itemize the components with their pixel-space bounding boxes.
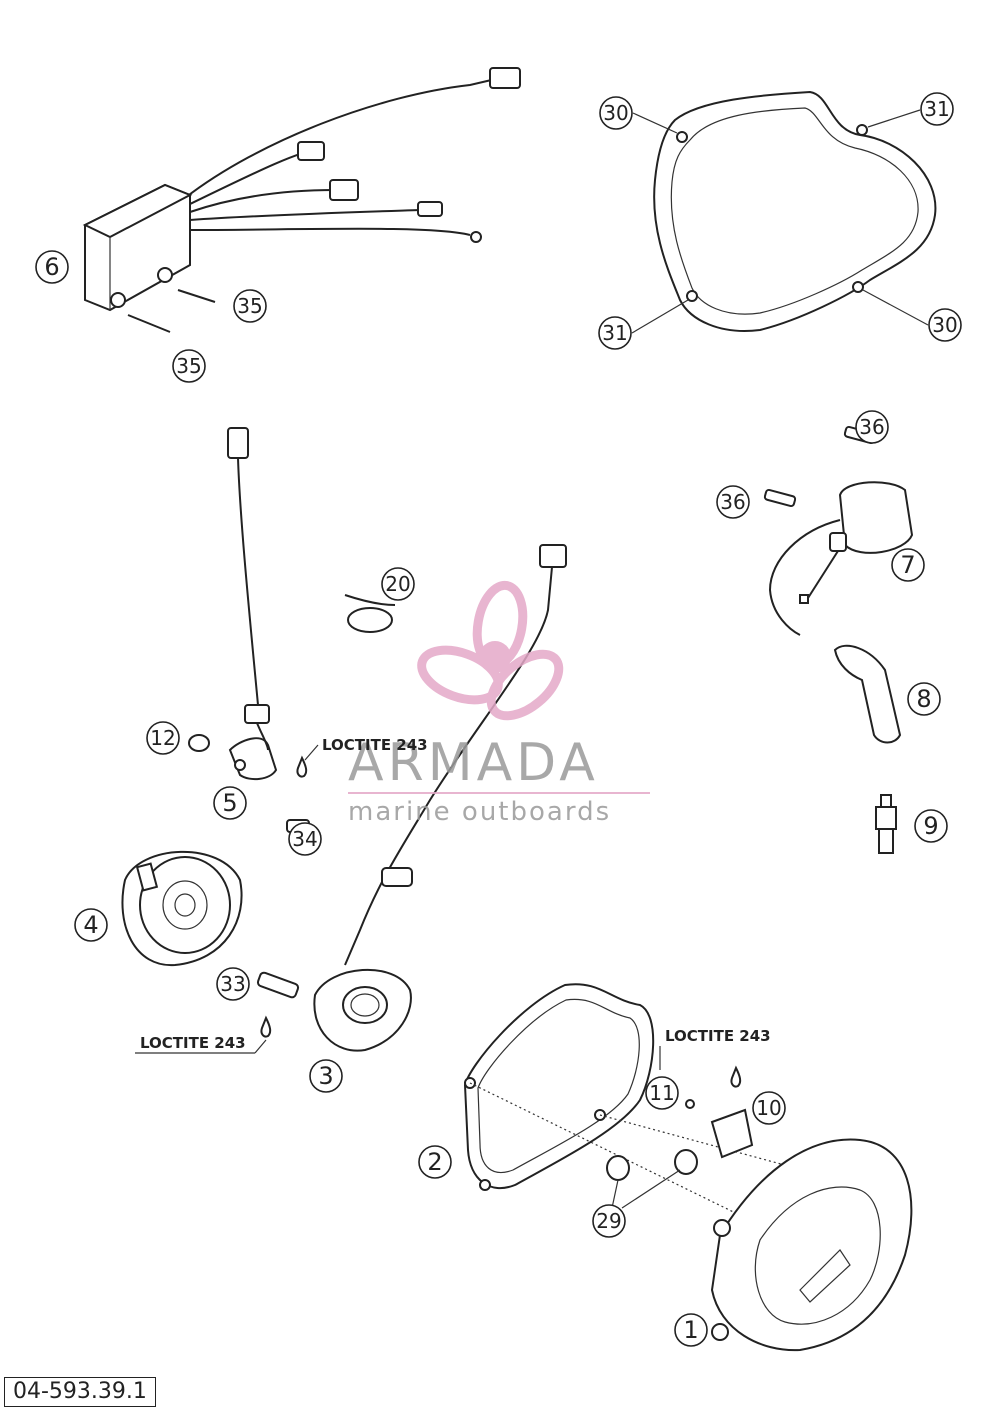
watermark-tagline: marine outboards — [348, 797, 611, 827]
callout-9[interactable]: 9 — [914, 809, 948, 843]
svg-text:35: 35 — [237, 294, 262, 318]
callout-11[interactable]: 11 — [645, 1076, 679, 1110]
callout-34[interactable]: 34 — [288, 822, 322, 856]
svg-text:2: 2 — [427, 1148, 442, 1176]
spark-plug — [875, 794, 897, 854]
cable-tie — [344, 594, 396, 633]
armada-logo — [417, 580, 564, 721]
callout-35[interactable]: 35 — [172, 349, 206, 383]
spark-plug-cap — [833, 644, 902, 744]
svg-text:12: 12 — [150, 726, 175, 750]
loctite-note-1: LOCTITE 243 — [304, 736, 428, 761]
svg-text:10: 10 — [756, 1096, 781, 1120]
callout-29[interactable]: 29 — [592, 1204, 626, 1238]
bolt-33 — [256, 971, 300, 1038]
cdi-unit — [82, 67, 521, 333]
callout-31[interactable]: 31 — [920, 92, 954, 126]
ignition-cover-gasket-bottom — [463, 983, 841, 1226]
svg-text:1: 1 — [683, 1316, 698, 1344]
svg-text:30: 30 — [603, 101, 628, 125]
svg-text:30: 30 — [932, 313, 957, 337]
loctite-label: LOCTITE 243 — [665, 1027, 771, 1045]
callout-8[interactable]: 8 — [907, 682, 941, 716]
svg-text:5: 5 — [222, 789, 237, 817]
svg-text:35: 35 — [176, 354, 201, 378]
callout-5[interactable]: 5 — [213, 786, 247, 820]
ignition-cover-gasket-top — [631, 90, 937, 334]
callout-3[interactable]: 3 — [309, 1059, 343, 1093]
loctite-label: LOCTITE 243 — [322, 736, 428, 754]
callout-30[interactable]: 30 — [599, 96, 633, 130]
svg-text:31: 31 — [602, 321, 627, 345]
svg-text:36: 36 — [859, 415, 884, 439]
callout-2[interactable]: 2 — [418, 1145, 452, 1179]
callout-36[interactable]: 36 — [855, 410, 889, 444]
diagram-reference-number: 04-593.39.1 — [4, 1377, 156, 1407]
svg-text:8: 8 — [916, 685, 931, 713]
callout-20[interactable]: 20 — [381, 567, 415, 601]
loctite-note-2: LOCTITE 243 — [135, 1034, 267, 1054]
svg-text:36: 36 — [720, 490, 745, 514]
cover-plate — [685, 1065, 754, 1159]
stator — [313, 544, 567, 1052]
dowel-pins — [606, 1149, 698, 1209]
flywheel — [121, 850, 243, 967]
svg-text:9: 9 — [923, 812, 938, 840]
pickup-sensor — [227, 427, 310, 833]
armada-watermark: ARMADA marine outboards — [348, 580, 650, 827]
callout-4[interactable]: 4 — [74, 908, 108, 942]
svg-text:29: 29 — [596, 1209, 621, 1233]
nut — [188, 734, 210, 752]
callout-30[interactable]: 30 — [928, 308, 962, 342]
loctite-note-3: LOCTITE 243 — [659, 1027, 771, 1070]
callout-1[interactable]: 1 — [674, 1313, 708, 1347]
callout-36[interactable]: 36 — [716, 485, 750, 519]
ignition-coil — [763, 425, 914, 636]
callout-6[interactable]: 6 — [35, 250, 69, 284]
callout-10[interactable]: 10 — [752, 1091, 786, 1125]
svg-text:20: 20 — [385, 572, 410, 596]
watermark-brand: ARMADA — [348, 733, 599, 793]
callout-31[interactable]: 31 — [598, 316, 632, 350]
callout-12[interactable]: 12 — [146, 721, 180, 755]
svg-text:34: 34 — [292, 827, 317, 851]
svg-text:6: 6 — [44, 253, 59, 281]
ignition-cover — [710, 1138, 913, 1352]
loctite-label: LOCTITE 243 — [140, 1034, 246, 1052]
svg-text:3: 3 — [318, 1062, 333, 1090]
callout-35[interactable]: 35 — [233, 289, 267, 323]
svg-text:31: 31 — [924, 97, 949, 121]
callout-33[interactable]: 33 — [216, 967, 250, 1001]
svg-text:4: 4 — [83, 911, 98, 939]
svg-text:33: 33 — [220, 972, 245, 996]
callout-7[interactable]: 7 — [891, 548, 925, 582]
svg-text:11: 11 — [649, 1081, 674, 1105]
svg-text:7: 7 — [900, 551, 915, 579]
